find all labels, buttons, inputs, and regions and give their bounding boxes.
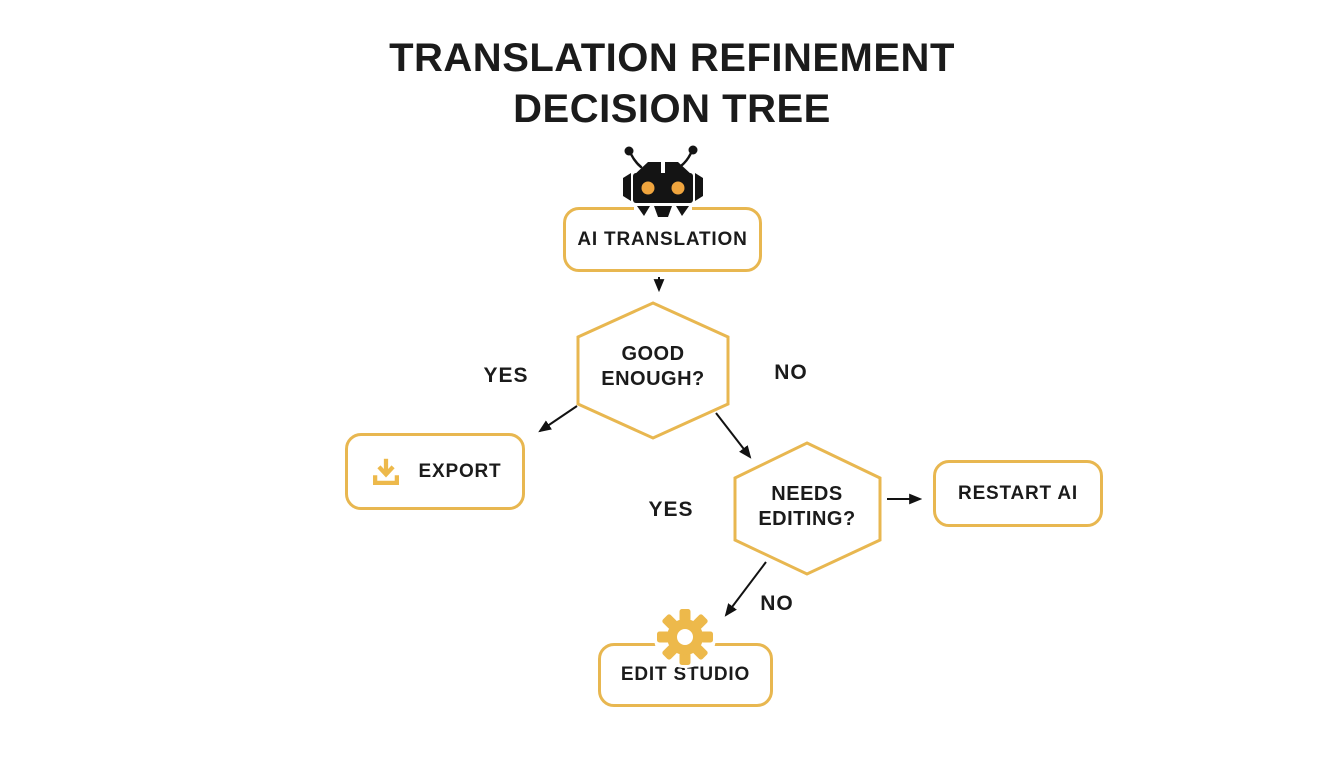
edge-label-good-enough-no: NO (774, 361, 808, 384)
download-icon (372, 458, 399, 485)
export-label: EXPORT (418, 460, 502, 482)
edge-label-needs-editing-yes: YES (648, 498, 694, 521)
page-title-line1: TRANSLATION REFINEMENT (389, 36, 955, 80)
good-enough-label: GOOD ENOUGH? (601, 343, 705, 390)
gear-icon (654, 606, 716, 668)
edge-needs-editing-to-edit-studio (724, 561, 767, 617)
node-restart-ai: RESTART AI (933, 460, 1103, 527)
needs-editing-hexagon (733, 441, 882, 576)
page-title-line2: DECISION TREE (513, 87, 831, 131)
edge-label-needs-editing-no: NO (760, 592, 794, 615)
restart-ai-label: RESTART AI (958, 482, 1078, 504)
edge-good-enough-to-export (538, 405, 578, 433)
node-export: EXPORT (345, 433, 525, 510)
robot-icon (623, 145, 703, 219)
needs-editing-label: NEEDS EDITING? (758, 483, 856, 530)
edge-good-enough-to-needs-editing (715, 412, 752, 459)
ai-translation-label: AI TRANSLATION (577, 228, 748, 250)
good-enough-hexagon (576, 301, 730, 440)
page-title: TRANSLATION REFINEMENT DECISION TREE (0, 33, 1344, 135)
edge-label-good-enough-yes: YES (483, 364, 529, 387)
edit-studio-label: EDIT STUDIO (620, 664, 751, 685)
